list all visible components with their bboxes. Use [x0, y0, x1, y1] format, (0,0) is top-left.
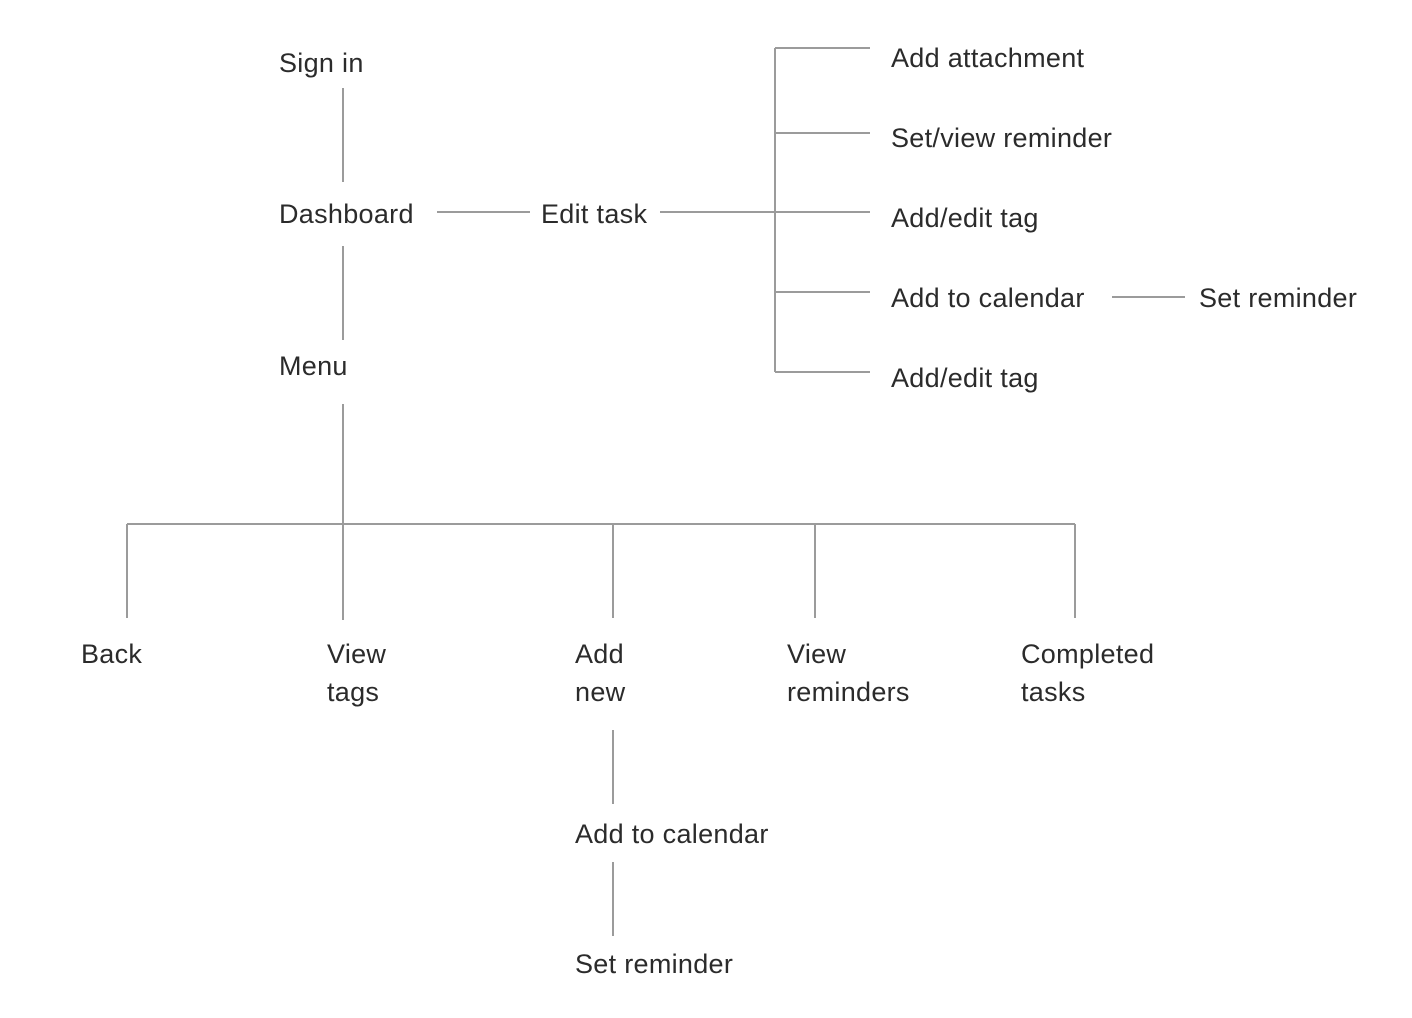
node-add-edit-tag-2: Add/edit tag [891, 363, 1039, 393]
node-set-reminder-1: Set reminder [1199, 283, 1358, 313]
node-dashboard: Dashboard [279, 199, 414, 229]
node-view-tags: View tags [327, 639, 387, 707]
node-set-view-reminder: Set/view reminder [891, 123, 1113, 153]
node-back: Back [81, 639, 143, 669]
node-edit-task: Edit task [541, 199, 648, 229]
node-add-to-calendar-2: Add to calendar [575, 819, 769, 849]
node-sign-in: Sign in [279, 48, 364, 78]
node-menu: Menu [279, 351, 348, 381]
node-completed-tasks: Completed tasks [1021, 639, 1155, 707]
node-add-new: Add new [575, 639, 626, 707]
node-add-attachment: Add attachment [891, 43, 1085, 73]
node-set-reminder-2: Set reminder [575, 949, 734, 979]
node-view-reminders: View reminders [787, 639, 910, 707]
node-add-to-calendar-1: Add to calendar [891, 283, 1085, 313]
node-add-edit-tag-1: Add/edit tag [891, 203, 1039, 233]
